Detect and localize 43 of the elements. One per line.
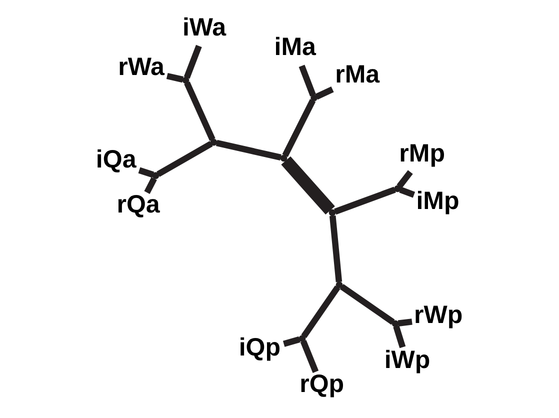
node-text: iQp [238, 333, 280, 362]
node-text: rMa [334, 60, 380, 88]
connector [183, 44, 202, 79]
node-point [298, 335, 306, 342]
node-text: iMa [274, 33, 316, 62]
connector [300, 285, 340, 338]
node-point [152, 172, 159, 180]
connector [300, 340, 318, 373]
node-point [210, 138, 217, 146]
connector [339, 284, 394, 325]
connector [397, 318, 412, 326]
node-point [394, 185, 401, 192]
connector [398, 186, 415, 198]
connector [138, 167, 154, 178]
node-point [280, 154, 287, 162]
connector [392, 325, 406, 348]
connector [298, 64, 316, 96]
node-text: iWp [384, 346, 430, 374]
connector [328, 215, 342, 282]
node-text: iQa [95, 146, 136, 174]
connector [282, 99, 316, 157]
node-text: rQp [299, 370, 344, 398]
node-point [310, 94, 318, 102]
connector [334, 186, 396, 215]
connector [156, 140, 212, 177]
node-text: iMp [416, 186, 459, 215]
node-point [391, 320, 398, 328]
node-text: rWp [414, 301, 462, 330]
connector [166, 72, 184, 83]
node-point [335, 281, 342, 288]
node-text: iWa [182, 14, 226, 42]
node-point [182, 76, 189, 84]
connector [184, 82, 215, 141]
connector [280, 156, 334, 215]
connector [215, 140, 281, 161]
connector [282, 336, 300, 347]
connector [396, 170, 412, 188]
node-point [328, 209, 336, 216]
node-text: rMp [398, 139, 444, 168]
node-text: rQa [116, 190, 160, 219]
node-text: rWa [118, 52, 164, 81]
connector [314, 86, 334, 100]
connector [144, 177, 156, 194]
